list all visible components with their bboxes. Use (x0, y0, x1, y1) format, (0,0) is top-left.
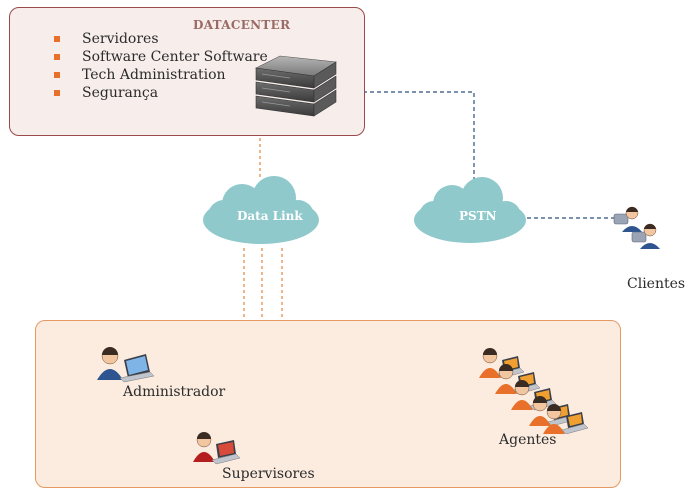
clientes-icon (613, 206, 660, 249)
administrador-icon (97, 347, 154, 383)
datacenter-item: Software Center Software (52, 48, 268, 66)
datacenter-item-label: Software Center Software (82, 49, 268, 65)
clientes-label: Clientes (627, 276, 686, 292)
datacenter-list: Servidores Software Center Software Tech… (52, 30, 268, 102)
datacenter-item: Tech Administration (52, 66, 268, 84)
supervisores-label: Supervisores (222, 466, 315, 482)
data-link-label: Data Link (237, 209, 303, 223)
datacenter-item: Segurança (52, 84, 268, 102)
agentes-label: Agentes (499, 432, 557, 448)
bullet-icon (54, 72, 60, 78)
administrador-label: Administrador (123, 384, 226, 400)
bullet-icon (54, 54, 60, 60)
server-stack-icon (254, 55, 337, 117)
agentes-icon (479, 348, 589, 434)
datacenter-item-label: Tech Administration (82, 67, 226, 83)
bullet-icon (54, 90, 60, 96)
datacenter-item-label: Segurança (82, 85, 159, 101)
datacenter-item-label: Servidores (82, 31, 159, 47)
pstn-label: PSTN (459, 209, 497, 223)
datacenter-item: Servidores (52, 30, 268, 48)
link-datacenter-pstn (335, 91, 475, 180)
data-link-cloud-icon (203, 176, 319, 244)
bullet-icon (54, 36, 60, 42)
datacenter-title: DATACENTER (193, 18, 291, 32)
supervisores-icon (193, 432, 240, 465)
pstn-cloud-icon (414, 177, 526, 243)
